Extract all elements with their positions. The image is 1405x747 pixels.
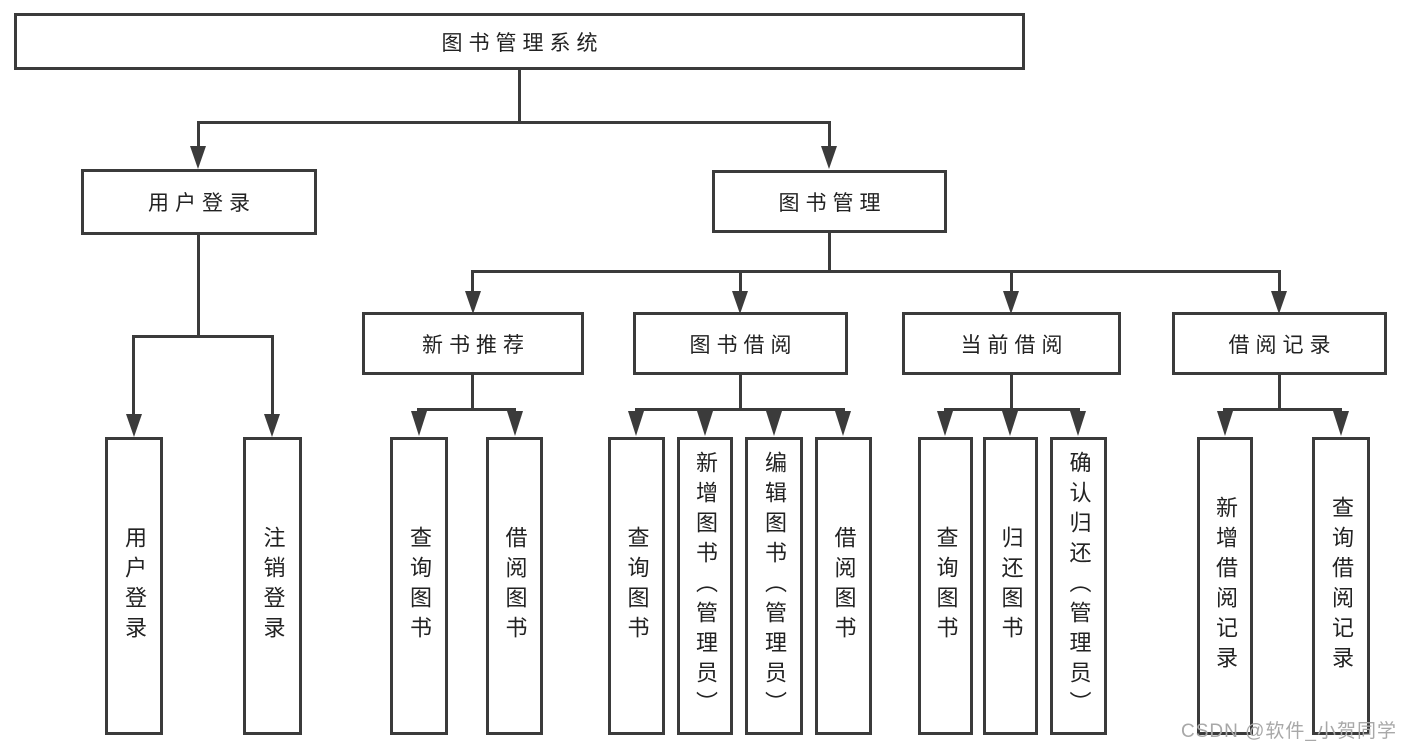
arrow-down-icon <box>628 411 644 436</box>
leaf-label: 查询图书 <box>407 526 432 646</box>
node-book-management: 图书管理 <box>712 170 947 233</box>
arrow-down-icon <box>766 411 782 436</box>
node-borrow-records-label: 借阅记录 <box>1228 333 1337 357</box>
arrow-down-icon <box>937 411 953 436</box>
connector-group3-drop <box>1010 273 1013 293</box>
node-user-login-label: 用户登录 <box>148 192 256 215</box>
arrow-down-icon <box>264 414 280 437</box>
connector-group2-bar <box>635 408 845 411</box>
node-new-book-recommend: 新书推荐 <box>362 312 584 375</box>
leaf-label: 编辑图书（管理员） <box>762 451 787 721</box>
leaf-add-book-admin: 新增图书（管理员） <box>677 437 733 735</box>
node-user-login: 用户登录 <box>81 169 317 235</box>
connector-group4-drop <box>1278 273 1281 293</box>
leaf-add-borrow-record: 新增借阅记录 <box>1197 437 1253 735</box>
arrow-down-icon <box>190 146 206 169</box>
connector-user-leaf1-drop <box>132 338 135 416</box>
arrow-down-icon <box>732 291 748 314</box>
arrow-down-icon <box>1003 291 1019 314</box>
connector-group1-bar <box>417 408 516 411</box>
connector-user-bar <box>132 335 274 338</box>
leaf-label: 确认归还（管理员） <box>1066 451 1092 721</box>
leaf-logout: 注销登录 <box>243 437 302 735</box>
leaf-borrow-books-1: 借阅图书 <box>486 437 543 735</box>
node-root: 图书管理系统 <box>14 13 1025 70</box>
leaf-label: 新增图书（管理员） <box>693 451 718 721</box>
leaf-confirm-return-admin: 确认归还（管理员） <box>1050 437 1107 735</box>
leaf-edit-book-admin: 编辑图书（管理员） <box>745 437 803 735</box>
arrow-down-icon <box>1002 411 1018 436</box>
leaf-return-books: 归还图书 <box>983 437 1038 735</box>
connector-group3-bar <box>944 408 1080 411</box>
connector-user-drop <box>197 124 200 149</box>
connector-root-stem <box>518 70 521 123</box>
connector-group2-drop <box>739 273 742 293</box>
leaf-label: 归还图书 <box>998 526 1024 646</box>
arrow-down-icon <box>1271 291 1287 314</box>
connector-mgmt-drop <box>828 124 831 149</box>
leaf-label: 查询图书 <box>624 526 650 646</box>
connector-mgmt-stem <box>828 233 831 273</box>
node-borrow-records: 借阅记录 <box>1172 312 1387 375</box>
node-current-borrow: 当前借阅 <box>902 312 1121 375</box>
connector-group4-stem <box>1278 375 1281 411</box>
node-current-borrow-label: 当前借阅 <box>960 333 1069 357</box>
leaf-label: 借阅图书 <box>831 526 857 646</box>
node-book-management-label: 图书管理 <box>778 191 887 215</box>
arrow-down-icon <box>1217 411 1233 436</box>
leaf-label: 用户登录 <box>122 526 147 646</box>
arrow-down-icon <box>697 411 713 436</box>
arrow-down-icon <box>1070 411 1086 436</box>
watermark: CSDN @软件_小贺同学 <box>1181 721 1397 742</box>
connector-group1-drop <box>471 273 474 293</box>
arrow-down-icon <box>126 414 142 437</box>
arrow-down-icon <box>465 291 481 314</box>
connector-group3-stem <box>1010 375 1013 411</box>
connector-group4-bar <box>1223 408 1342 411</box>
arrow-down-icon <box>1333 411 1349 436</box>
leaf-label: 注销登录 <box>260 526 286 646</box>
leaf-borrow-books-2: 借阅图书 <box>815 437 872 735</box>
leaf-query-books-3: 查询图书 <box>918 437 973 735</box>
arrow-down-icon <box>411 411 427 436</box>
arrow-down-icon <box>821 146 837 169</box>
leaf-query-books-2: 查询图书 <box>608 437 665 735</box>
node-new-book-recommend-label: 新书推荐 <box>422 333 530 357</box>
leaf-user-login: 用户登录 <box>105 437 163 735</box>
connector-level1-bar <box>197 121 831 124</box>
leaf-label: 查询借阅记录 <box>1329 496 1354 676</box>
node-book-borrow: 图书借阅 <box>633 312 848 375</box>
node-book-borrow-label: 图书借阅 <box>689 333 798 357</box>
arrow-down-icon <box>835 411 851 436</box>
connector-group2-stem <box>739 375 742 411</box>
leaf-query-books-1: 查询图书 <box>390 437 448 735</box>
connector-user-stem <box>197 235 200 338</box>
leaf-label: 查询图书 <box>933 526 959 646</box>
node-root-label: 图书管理系统 <box>441 31 604 55</box>
leaf-label: 借阅图书 <box>502 526 528 646</box>
connector-user-leaf2-drop <box>271 338 274 416</box>
leaf-query-borrow-record: 查询借阅记录 <box>1312 437 1370 735</box>
arrow-down-icon <box>507 411 523 436</box>
leaf-label: 新增借阅记录 <box>1213 496 1238 676</box>
connector-level2-bar <box>471 270 1281 273</box>
connector-group1-stem <box>471 375 474 411</box>
